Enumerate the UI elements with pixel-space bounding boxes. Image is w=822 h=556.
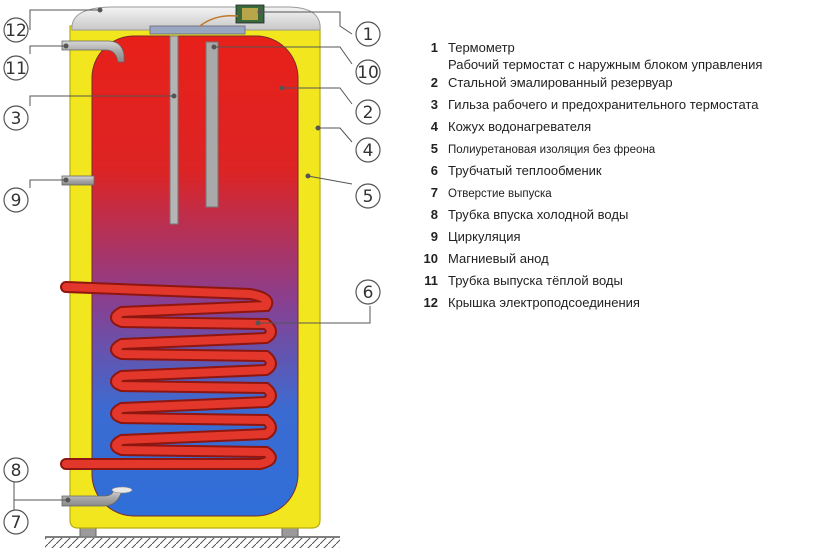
legend-text: Термометр — [448, 40, 515, 55]
legend-number: 4 — [430, 119, 438, 134]
legend-number: 9 — [430, 229, 438, 244]
callout-10: 10 — [355, 59, 381, 85]
callout-number: 4 — [363, 141, 374, 161]
callout-number: 9 — [11, 191, 22, 211]
hot-water-outlet-pipe — [61, 40, 125, 63]
legend-number: 8 — [430, 207, 438, 222]
callout-number: 3 — [11, 109, 22, 129]
callout-number: 6 — [363, 283, 374, 303]
legend-text: Отверстие выпуска — [448, 188, 552, 200]
callout-2: 2 — [355, 99, 381, 125]
callout-4: 4 — [355, 137, 381, 163]
callout-6: 6 — [355, 279, 381, 305]
callout-number: 12 — [5, 21, 27, 41]
legend-subline: Рабочий термостат с наружным блоком упра… — [412, 57, 822, 75]
thermostat-sleeve — [169, 35, 179, 225]
legend-subtext: Рабочий термостат с наружным блоком упра… — [448, 57, 763, 72]
callout-number: 1 — [363, 25, 374, 45]
callout-11: 11 — [3, 55, 29, 81]
legend-item: 2 Стальной эмалированный резервуар — [412, 75, 822, 97]
callout-7: 7 — [3, 509, 29, 535]
callout-number: 7 — [11, 513, 22, 533]
legend-text: Кожух водонагревателя — [448, 119, 592, 134]
thermostat-head — [149, 4, 265, 35]
legend-text: Трубка впуска холодной воды — [448, 207, 629, 222]
legend-text: Стальной эмалированный резервуар — [448, 75, 673, 90]
legend-item: 6 Трубчатый теплообменик — [412, 163, 822, 185]
callout-number: 10 — [357, 63, 379, 83]
legend-item: 8 Трубка впуска холодной воды — [412, 207, 822, 229]
heat-exchanger-coil — [60, 281, 277, 470]
callout-8: 8 — [3, 457, 29, 483]
legend-item: 10 Магниевый анод — [412, 251, 822, 273]
legend-item: 4 Кожух водонагревателя — [412, 119, 822, 141]
callout-number: 8 — [11, 461, 22, 481]
legend-text: Полиуретановая изоляция без фреона — [448, 144, 656, 156]
legend-item: 7 Отверстие выпуска — [412, 185, 822, 207]
ground — [45, 536, 340, 548]
legend-number: 10 — [423, 251, 438, 266]
callout-circles: 12 11 3 9 8 7 1 10 2 4 5 6 — [3, 17, 381, 535]
legend-text: Крышка электроподсоединения — [448, 295, 640, 310]
legend-item: 12 Крышка электроподсоединения — [412, 295, 822, 317]
legend-number: 11 — [424, 273, 438, 288]
callout-number: 5 — [363, 187, 374, 207]
legend-number: 12 — [423, 295, 438, 310]
magnesium-anode — [205, 41, 219, 208]
legend-item: 3 Гильза рабочего и предохранительного те… — [412, 97, 822, 119]
legend-number: 3 — [430, 97, 438, 112]
tank — [91, 35, 299, 517]
legend-number: 6 — [430, 163, 438, 178]
callout-number: 2 — [363, 103, 374, 123]
legend-text: Циркуляция — [448, 229, 521, 244]
callout-number: 11 — [5, 59, 27, 79]
legend-text: Гильза рабочего и предохранительного тер… — [448, 97, 759, 112]
legend-item: 9 Циркуляция — [412, 229, 822, 251]
callout-9: 9 — [3, 187, 29, 213]
callout-5: 5 — [355, 183, 381, 209]
legend-number: 1 — [430, 40, 438, 55]
legend-item: 11 Трубка выпуска тёплой воды — [412, 273, 822, 295]
legend-item: 1 Термометр — [412, 40, 822, 62]
callout-1: 1 — [355, 21, 381, 47]
leader-lines — [13, 7, 371, 512]
callout-3: 3 — [3, 105, 29, 131]
legend-number: 2 — [430, 75, 438, 90]
legend-number: 5 — [430, 141, 438, 156]
callout-12: 12 — [3, 17, 29, 43]
legend-text: Магниевый анод — [448, 251, 549, 266]
legend-item: 5 Полиуретановая изоляция без фреона — [412, 141, 822, 163]
legend-number: 7 — [430, 185, 438, 200]
legend-text: Трубчатый теплообменик — [448, 163, 602, 178]
legend-text: Трубка выпуска тёплой воды — [448, 273, 623, 288]
